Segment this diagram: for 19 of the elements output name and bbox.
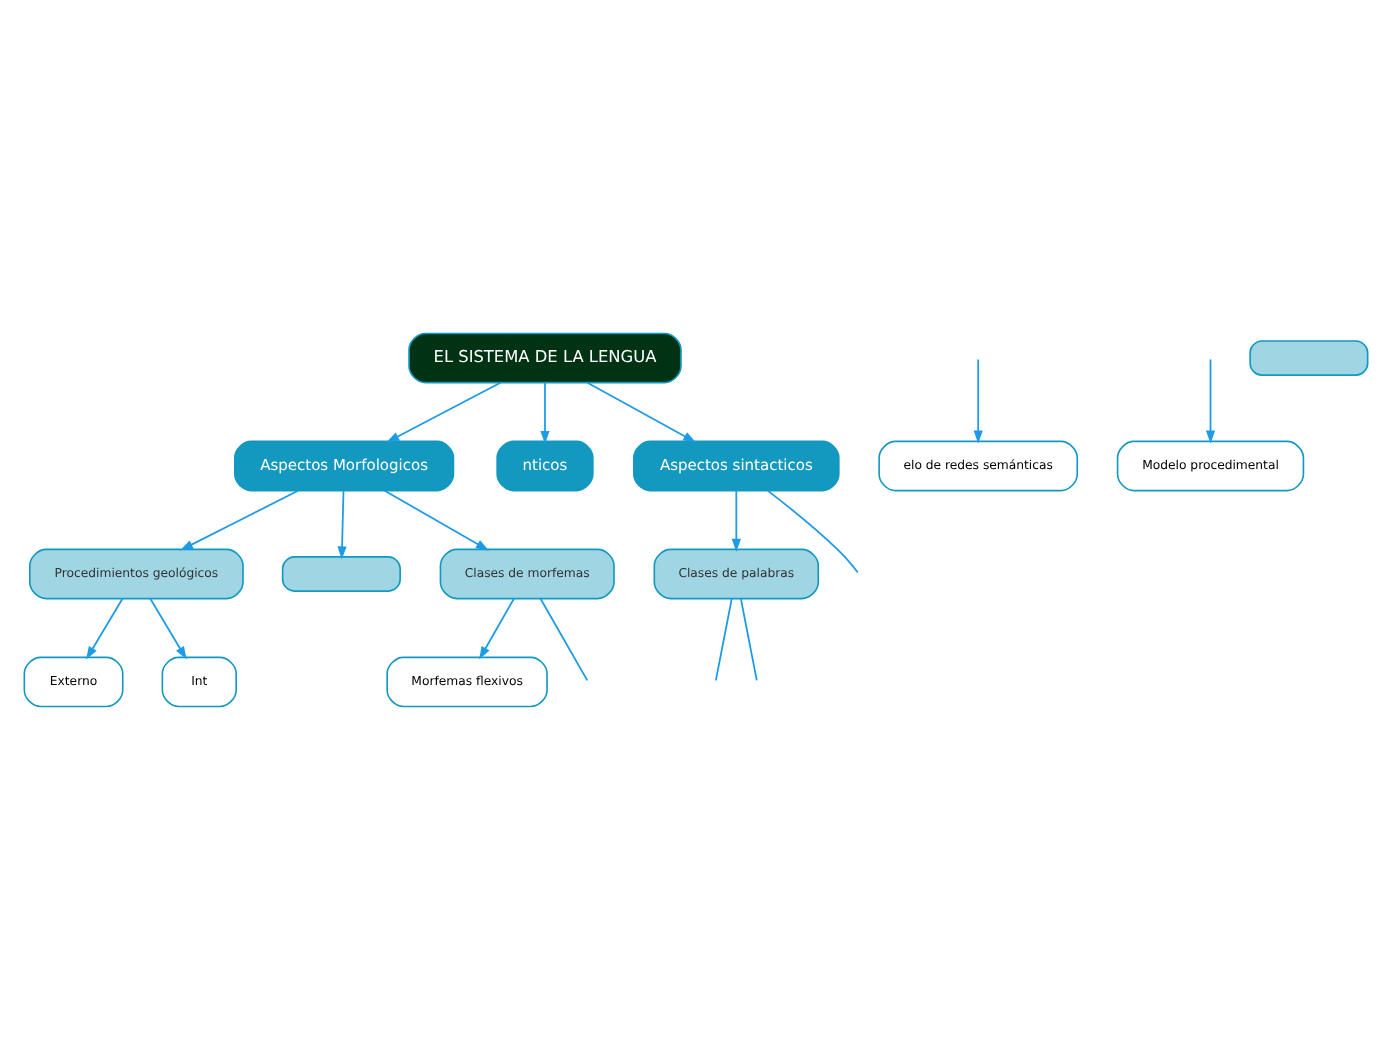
connector: [739, 597, 758, 682]
arrow: [337, 489, 347, 560]
arrow: [586, 381, 697, 443]
connector: [714, 597, 733, 682]
arrow: [731, 489, 741, 553]
arrow: [973, 358, 983, 444]
arrow: [149, 597, 187, 660]
node-box: EL SISTEMA DE LA LENGUA: [408, 332, 682, 384]
connector: [767, 490, 859, 574]
arrow: [386, 381, 502, 443]
arrow: [540, 381, 550, 445]
arrow: [86, 597, 124, 660]
arrow: [479, 597, 515, 660]
arrow: [383, 489, 490, 551]
arrow: [179, 489, 299, 551]
node-box: [281, 556, 401, 592]
arrow: [1205, 358, 1216, 444]
node-box: [1249, 340, 1369, 376]
connector: [539, 597, 589, 682]
